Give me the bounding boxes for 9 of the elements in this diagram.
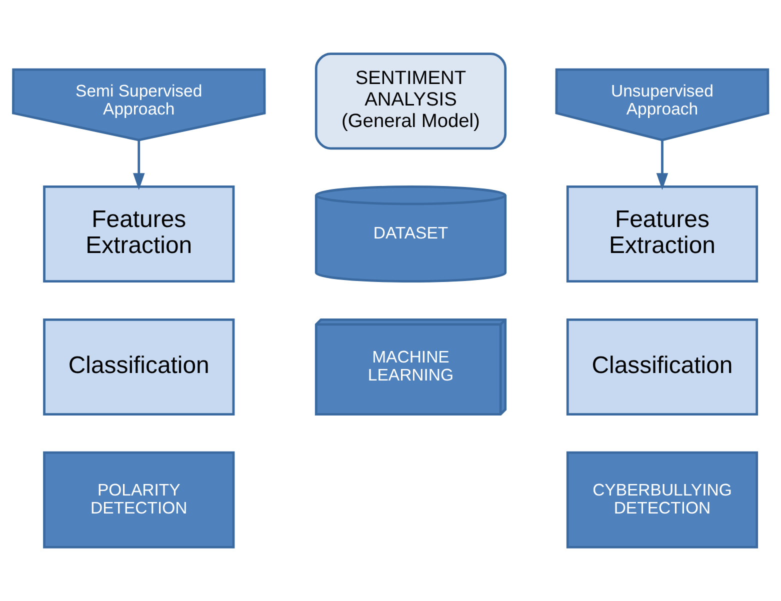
node-box: POLARITY DETECTION [43, 451, 235, 548]
arrow [656, 140, 668, 190]
node-box: Features Extraction [43, 186, 235, 283]
node-box: SENTIMENT ANALYSIS (General Model) [314, 52, 507, 150]
node-box: Classification [43, 318, 235, 416]
node-box: Features Extraction [566, 186, 758, 283]
node-box: CYBERBULLYING DETECTION [566, 451, 758, 548]
node-box: Classification [566, 318, 758, 416]
arrow [133, 140, 145, 190]
